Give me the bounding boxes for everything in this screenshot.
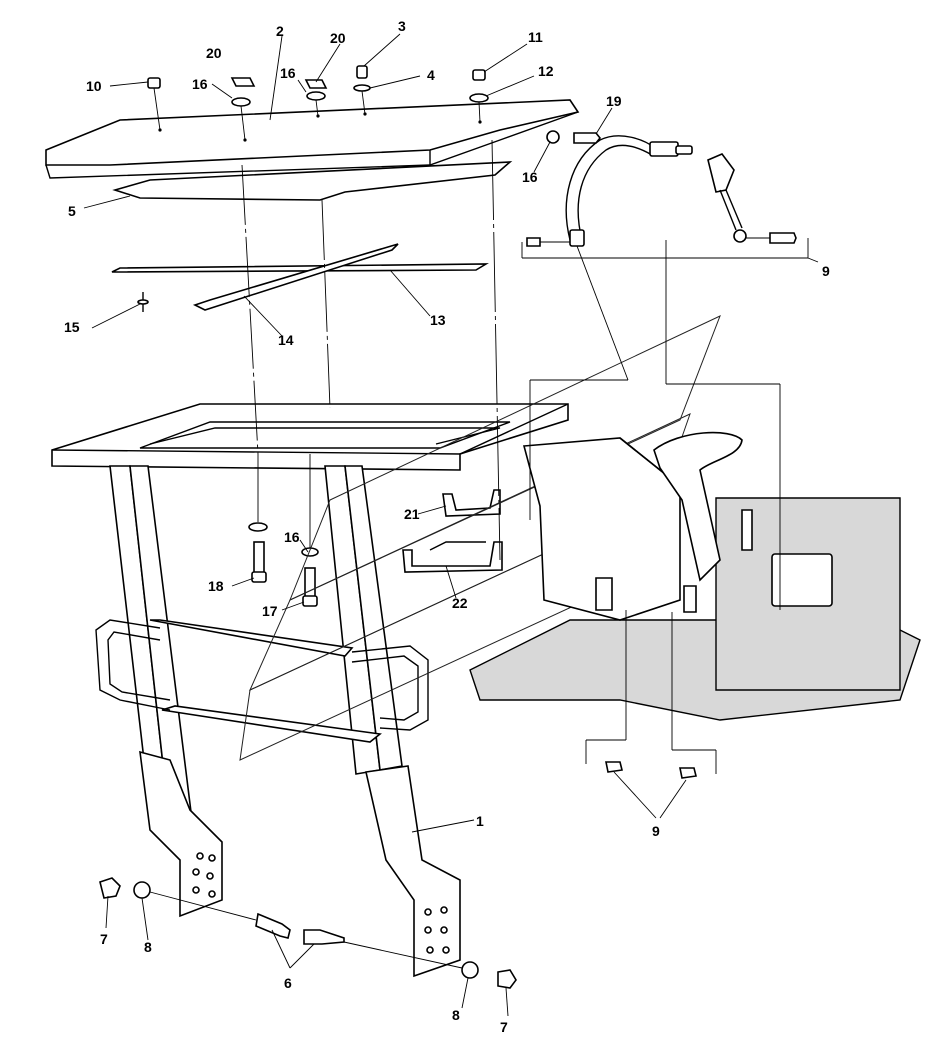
callout-6: 6 <box>284 975 292 991</box>
liner-panel <box>112 161 513 201</box>
callout-9: 9 <box>652 823 660 839</box>
callout-20: 20 <box>206 45 222 61</box>
callout-3: 3 <box>398 18 406 34</box>
top-hardware <box>137 65 489 312</box>
callout-2: 2 <box>276 23 284 39</box>
rops-frame <box>51 403 569 978</box>
callout-1: 1 <box>476 813 484 829</box>
callout-leaders <box>83 33 819 1017</box>
callout-4: 4 <box>427 67 435 83</box>
callout-5: 5 <box>68 203 76 219</box>
callout-22: 22 <box>452 595 468 611</box>
bottom-fasteners <box>99 877 517 989</box>
callout-18: 18 <box>208 578 224 594</box>
callout-labels: 10 20 2 20 3 11 16 16 4 12 19 16 5 9 13 … <box>64 18 830 1035</box>
seat-belt <box>521 130 809 259</box>
callout-16: 16 <box>522 169 538 185</box>
callout-16: 16 <box>192 76 208 92</box>
callout-8: 8 <box>452 1007 460 1023</box>
operator-seat-platform <box>469 431 921 721</box>
callout-14: 14 <box>278 332 294 348</box>
callout-21: 21 <box>404 506 420 522</box>
seat-belt-leaders <box>529 240 781 779</box>
callout-15: 15 <box>64 319 80 335</box>
mount-brackets <box>402 489 503 573</box>
callout-13: 13 <box>430 312 446 328</box>
canopy-top-panel <box>45 99 580 179</box>
assembly-lines <box>241 139 501 561</box>
callout-7: 7 <box>500 1019 508 1035</box>
callout-11: 11 <box>528 29 543 45</box>
callout-12: 12 <box>538 63 554 79</box>
callout-9: 9 <box>822 263 830 279</box>
callout-20: 20 <box>330 30 346 46</box>
callout-8: 8 <box>144 939 152 955</box>
callout-17: 17 <box>262 603 278 619</box>
frame-bolts <box>248 454 319 607</box>
support-strips <box>111 243 489 311</box>
callout-16: 16 <box>280 65 296 81</box>
callout-7: 7 <box>100 931 108 947</box>
callout-16: 16 <box>284 529 300 545</box>
callout-10: 10 <box>86 78 102 94</box>
callout-19: 19 <box>606 93 622 109</box>
